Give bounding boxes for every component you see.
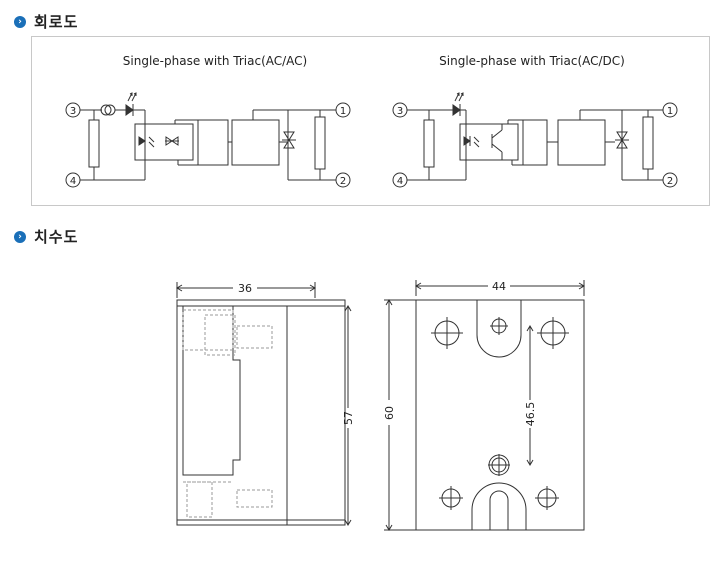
dimension-section-header: › 치수도 <box>14 226 78 247</box>
terminal-2: 2 <box>340 176 346 187</box>
circuit-ac-ac <box>65 92 351 188</box>
dim-front-width: 44 <box>492 280 506 293</box>
side-view <box>176 282 352 526</box>
front-view <box>384 280 585 531</box>
dimension-drawing: 36 44 57 60 46.5 <box>176 280 585 531</box>
terminal-4: 4 <box>397 176 403 187</box>
dim-hole-spacing: 46.5 <box>524 402 537 427</box>
terminal-2: 2 <box>667 176 673 187</box>
circuit-title-ac-dc: Single-phase with Triac(AC/DC) <box>439 54 625 68</box>
terminal-3: 3 <box>397 106 403 117</box>
circuit-title-ac-ac: Single-phase with Triac(AC/AC) <box>123 54 307 68</box>
circuit-section-header: › 회로도 <box>14 11 78 32</box>
terminal-1: 1 <box>667 106 673 117</box>
section-title-dimensions: 치수도 <box>34 228 79 246</box>
circuit-ac-dc <box>392 92 678 188</box>
chevron-right-icon: › <box>14 230 26 243</box>
dim-side-width: 36 <box>238 282 252 295</box>
section-title-circuit: 회로도 <box>34 13 79 31</box>
terminal-3: 3 <box>70 106 76 117</box>
terminal-4: 4 <box>70 176 76 187</box>
terminal-1: 1 <box>340 106 346 117</box>
dim-side-height: 57 <box>342 411 355 425</box>
chevron-right-icon: › <box>14 15 26 28</box>
circuit-diagrams: Single-phase with Triac(AC/AC) Single-ph… <box>65 54 678 188</box>
circuit-diagram-panel: Single-phase with Triac(AC/AC) Single-ph… <box>31 36 710 206</box>
dim-front-height: 60 <box>383 406 396 420</box>
